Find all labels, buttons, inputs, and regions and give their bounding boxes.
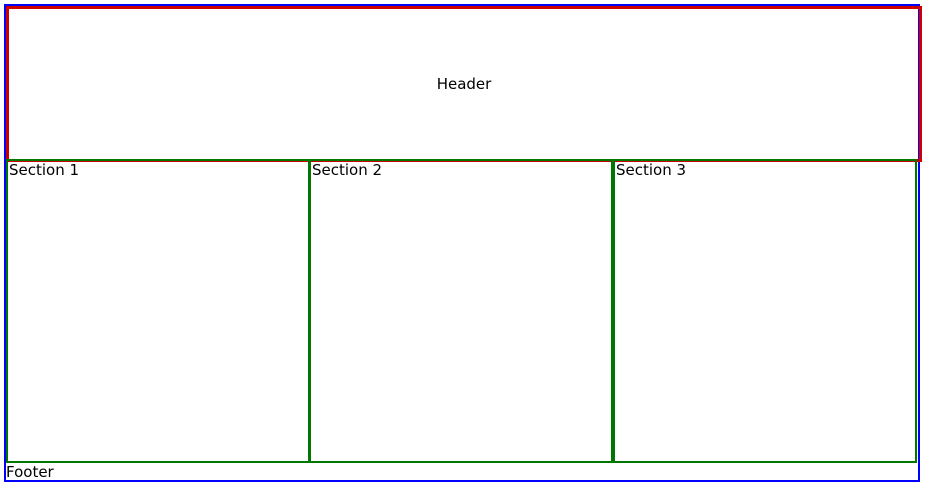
section-1-label: Section 1 (9, 161, 80, 179)
section-1: Section 1 (6, 159, 310, 463)
section-2: Section 2 (308, 159, 613, 463)
section-3: Section 3 (612, 159, 917, 463)
section-2-label: Section 2 (312, 161, 383, 179)
footer-text: Footer (6, 463, 54, 481)
section-3-label: Section 3 (616, 161, 687, 179)
sections-row: Section 1 Section 2 Section 3 (6, 159, 918, 463)
footer: Footer (6, 463, 54, 481)
header-box: Header (6, 6, 922, 162)
page-container: Header Section 1 Section 2 Section 3 Foo… (4, 4, 922, 482)
header-title: Header (436, 75, 492, 93)
